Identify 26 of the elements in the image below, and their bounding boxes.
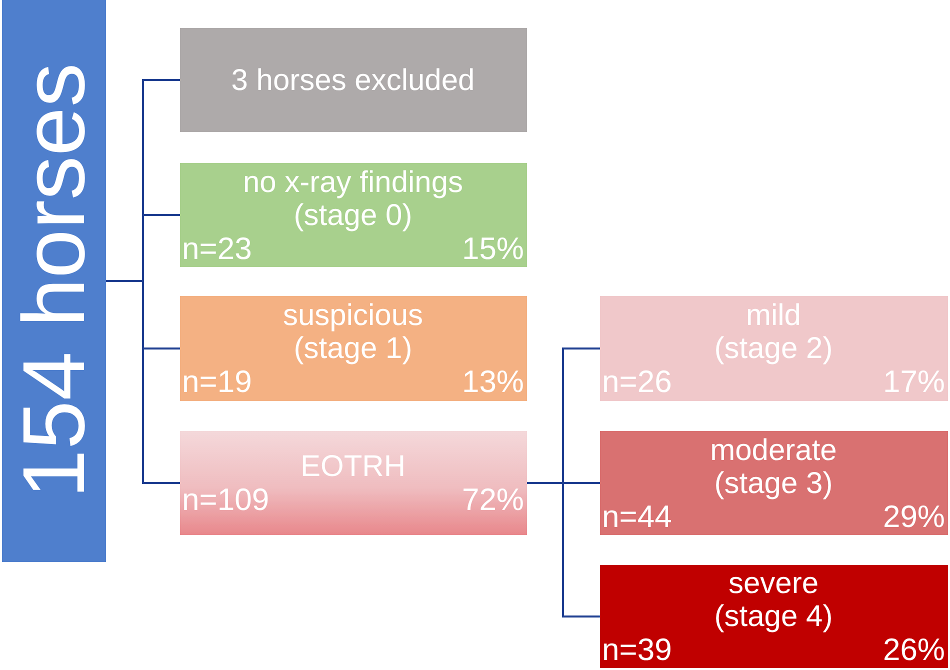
category-title: no x-ray findings (stage 0): [242, 166, 464, 232]
category-title: suspicious (stage 1): [282, 299, 424, 365]
category-title: 3 horses excluded: [231, 64, 475, 96]
connector-line: [106, 280, 180, 484]
count-label: n=19: [182, 365, 252, 398]
percent-label: 72%: [462, 483, 524, 516]
category-box: [180, 28, 527, 132]
total-box: [2, 0, 106, 562]
count-label: n=44: [602, 500, 672, 532]
category-box: [600, 296, 948, 401]
percent-label: 13%: [462, 365, 524, 398]
count-label: n=23: [182, 232, 252, 264]
category-box: [180, 296, 527, 401]
category-box: [180, 163, 527, 267]
category-title: severe (stage 4): [713, 567, 834, 633]
total-label: 154 horses: [10, 63, 98, 499]
percent-label: 29%: [882, 500, 945, 532]
count-label: n=109: [182, 483, 270, 516]
category-title: EOTRH: [300, 450, 406, 483]
category-box: [180, 431, 527, 535]
percent-label: 26%: [882, 633, 945, 666]
count-label: n=39: [602, 633, 672, 666]
category-box: [600, 431, 948, 535]
category-box: [600, 565, 948, 668]
category-title: moderate (stage 3): [709, 434, 838, 500]
percent-label: 15%: [462, 232, 524, 264]
